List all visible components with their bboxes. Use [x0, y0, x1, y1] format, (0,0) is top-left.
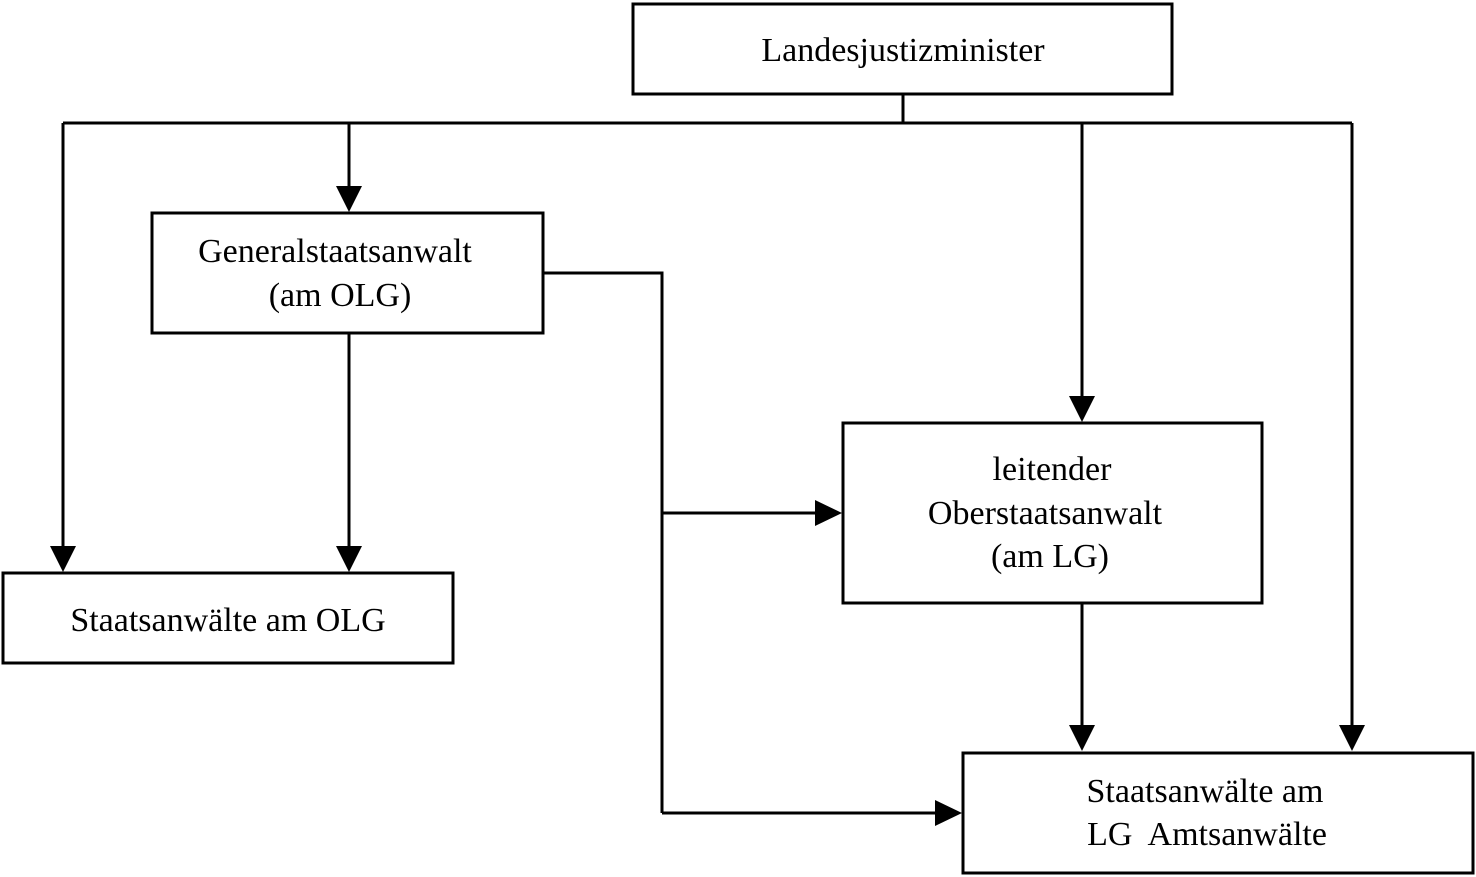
node-box: [1, 571, 455, 665]
node-label-line-1: Staatsanwälte am: [1087, 773, 1324, 810]
node-label-line-2: (am OLG): [269, 277, 412, 314]
edge-generalstaatsanwalt-trunk: [543, 271, 664, 813]
arrowhead-down: [1069, 725, 1095, 751]
node-box: [631, 2, 1174, 96]
arrowhead-right: [935, 800, 962, 826]
node-staatsanwaelte-lg: Staatsanwälte am LG Amtsanwälte: [961, 751, 1475, 875]
arrowhead-right: [815, 500, 842, 526]
node-box: [150, 211, 545, 335]
arrowheads: [50, 186, 1365, 826]
node-staatsanwaelte-olg: Staatsanwälte am OLG: [1, 571, 455, 665]
node-label-line-3: (am LG): [991, 538, 1109, 575]
node-leitender-oberstaatsanwalt: leitender Oberstaatsanwalt (am LG): [841, 421, 1264, 605]
arrowhead-down: [1339, 725, 1365, 751]
node-label-line-2: LG Amtsanwälte: [1087, 816, 1327, 853]
connector-lines: [61, 94, 1354, 815]
node-label-line-1: leitender: [993, 451, 1113, 488]
arrowhead-down: [50, 546, 76, 572]
node-box: [961, 751, 1475, 875]
node-label-line-1: Generalstaatsanwalt: [198, 233, 472, 270]
arrowhead-down: [336, 546, 362, 572]
node-box: [841, 421, 1264, 605]
arrowhead-down: [336, 186, 362, 212]
node-generalstaatsanwalt: Generalstaatsanwalt (am OLG): [150, 211, 545, 335]
node-label: Staatsanwälte am OLG: [70, 602, 385, 639]
arrowhead-down: [1069, 396, 1095, 422]
node-label: Landesjustizminister: [761, 32, 1045, 69]
node-label-line-2: Oberstaatsanwalt: [928, 495, 1163, 532]
node-landesjustizminister: Landesjustizminister: [631, 2, 1174, 96]
